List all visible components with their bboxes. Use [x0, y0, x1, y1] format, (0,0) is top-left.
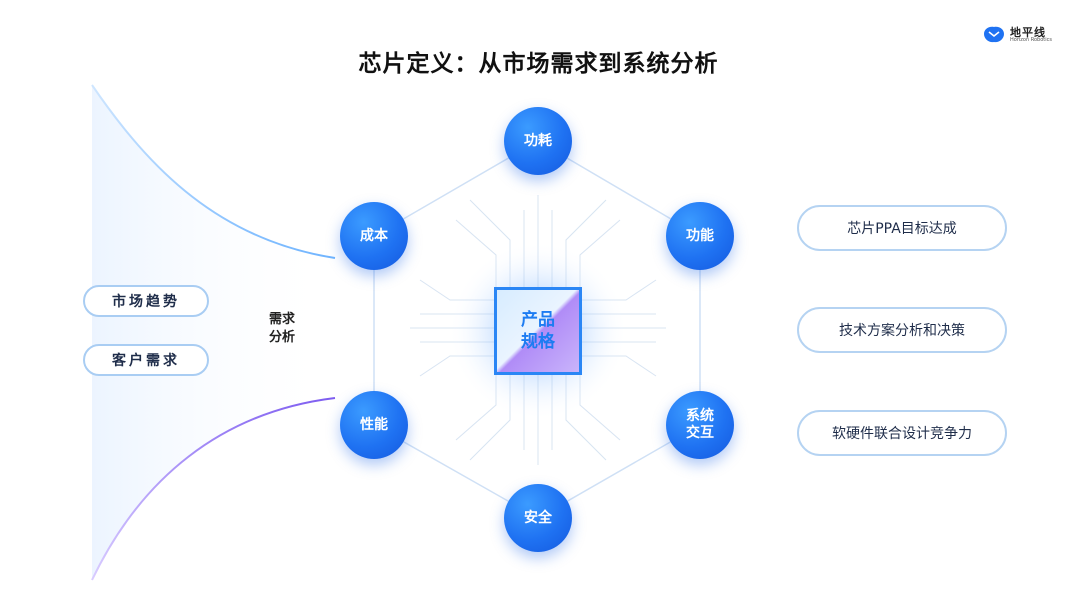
node-cost: 成本 [340, 202, 408, 270]
outcome-ppa-target: 芯片PPA目标达成 [797, 205, 1007, 251]
need-analysis-line-2: 分析 [268, 330, 295, 345]
node-interaction-line-2: 交互 [686, 425, 714, 441]
product-spec-core: 产品 规格 [494, 287, 582, 375]
core-line-1: 产品 [521, 310, 555, 330]
node-system-interaction: 系统 交互 [666, 391, 734, 459]
logo-name: 地平线 [1010, 26, 1046, 39]
brand-logo: 地平线 Horizon Robotics [981, 22, 1061, 48]
node-performance: 性能 [340, 391, 408, 459]
node-interaction-line-1: 系统 [686, 408, 714, 424]
node-power: 功耗 [504, 107, 572, 175]
need-analysis-label: 需求 分析 [262, 311, 302, 347]
outcome-hw-sw-codesign: 软硬件联合设计竞争力 [797, 410, 1007, 456]
page-title: 芯片定义：从市场需求到系统分析 [358, 51, 719, 77]
node-function: 功能 [666, 202, 734, 270]
input-customer-demand: 客户需求 [83, 344, 209, 376]
outcome-tech-decision: 技术方案分析和决策 [797, 307, 1007, 353]
logo-subtitle: Horizon Robotics [1010, 37, 1052, 43]
core-line-2: 规格 [521, 332, 555, 352]
input-market-trend: 市场趋势 [83, 285, 209, 317]
node-security: 安全 [504, 484, 572, 552]
need-analysis-line-1: 需求 [268, 312, 295, 327]
logo-icon [984, 26, 1004, 43]
